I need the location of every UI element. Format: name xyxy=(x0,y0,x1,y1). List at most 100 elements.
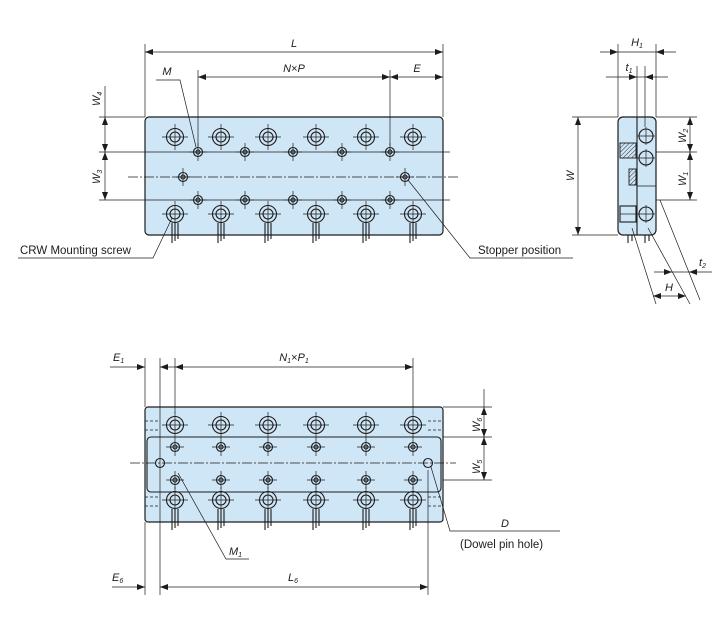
counterbored-hole xyxy=(400,412,426,438)
counterbored-hole xyxy=(162,201,188,227)
label-E: E xyxy=(413,63,421,75)
label-W4: W4 xyxy=(91,92,104,106)
top-view: L N×P E M W4 W3 CRW Mounting screw Stopp… xyxy=(18,38,573,259)
label-E6: E6 xyxy=(112,572,123,585)
side-screw-head xyxy=(637,149,655,167)
tapped-hole xyxy=(166,471,184,489)
bottom-view: E1 N1×P1 W6 W5 D (Dowel pin hole) M1 E6 … xyxy=(110,352,560,595)
label-W1: W1 xyxy=(677,172,690,186)
leader-crw-mounting-screw xyxy=(18,217,173,259)
counterbored-hole xyxy=(162,124,188,150)
label-W5: W5 xyxy=(471,460,484,474)
label-H1: H1 xyxy=(631,37,643,50)
label-E1: E1 xyxy=(113,352,124,365)
tapped-hole xyxy=(259,471,277,489)
tapped-hole xyxy=(333,143,351,161)
screw-shank xyxy=(312,223,320,243)
leader-M1 xyxy=(177,472,249,560)
counterbored-hole xyxy=(353,487,379,513)
screw-shank xyxy=(409,509,417,530)
side-view: H1 t1 W W2 W1 t2 H xyxy=(565,37,712,305)
screw-shank xyxy=(171,509,179,530)
counterbored-hole xyxy=(353,201,379,227)
label-W: W xyxy=(565,169,577,181)
rail-section-hatch xyxy=(619,142,637,159)
counterbored-hole xyxy=(400,124,426,150)
counterbored-hole xyxy=(400,487,426,513)
tapped-hole xyxy=(236,143,254,161)
bottom-view-plate xyxy=(144,406,444,523)
counterbored-hole xyxy=(255,201,281,227)
stopper-hole xyxy=(396,168,414,186)
counterbored-hole xyxy=(255,412,281,438)
dowel-pin-hole xyxy=(422,457,434,469)
tapped-hole xyxy=(284,191,302,209)
top-view-holes xyxy=(162,124,426,243)
counterbored-hole xyxy=(400,201,426,227)
label-D: D xyxy=(501,518,509,530)
side-screw-tips xyxy=(627,235,650,243)
label-P: P xyxy=(298,63,306,75)
tapped-hole xyxy=(381,191,399,209)
label-t1: t1 xyxy=(626,62,633,75)
label-W2: W2 xyxy=(677,129,690,143)
counterbored-hole xyxy=(255,487,281,513)
leader-M xyxy=(156,79,197,148)
tapped-hole xyxy=(212,471,230,489)
counterbored-hole xyxy=(208,487,234,513)
screw-shank xyxy=(264,509,272,530)
tapped-hole xyxy=(212,438,230,456)
side-screw-head xyxy=(637,127,655,145)
tapped-hole xyxy=(166,438,184,456)
counterbored-hole xyxy=(303,412,329,438)
screw-shank xyxy=(264,223,272,243)
label-times: × xyxy=(291,63,297,75)
tapped-hole xyxy=(307,471,325,489)
side-screw-head xyxy=(637,205,655,223)
leader-stopper-position xyxy=(407,179,573,259)
screw-shank xyxy=(171,223,179,243)
counterbored-hole xyxy=(208,124,234,150)
counterbored-hole xyxy=(208,201,234,227)
label-L: L xyxy=(291,38,297,50)
label-W3: W3 xyxy=(91,170,104,184)
label-t2: t2 xyxy=(699,257,706,270)
tapped-hole xyxy=(189,191,207,209)
top-view-plate xyxy=(144,116,444,236)
screw-shank xyxy=(217,223,225,243)
label-dowel-pin-hole: (Dowel pin hole) xyxy=(460,539,543,551)
counterbored-hole xyxy=(353,124,379,150)
extension-line xyxy=(631,227,657,305)
tapped-hole xyxy=(284,143,302,161)
counterbored-hole xyxy=(303,124,329,150)
screw-shank xyxy=(362,509,370,530)
tapped-hole xyxy=(259,438,277,456)
counterbored-hole xyxy=(303,201,329,227)
screw-shank xyxy=(362,223,370,243)
tapped-hole xyxy=(307,438,325,456)
tapped-hole xyxy=(404,438,422,456)
label-crw-mounting-screw: CRW Mounting screw xyxy=(20,245,132,257)
hidden-lines xyxy=(145,420,443,507)
label-L6: L6 xyxy=(288,572,298,585)
stopper-hole xyxy=(174,168,192,186)
label-H: H xyxy=(665,282,673,294)
counterbored-hole xyxy=(162,412,188,438)
screw-shank xyxy=(217,509,225,530)
counterbored-hole xyxy=(303,487,329,513)
extension-line xyxy=(647,227,691,305)
tapped-hole xyxy=(381,143,399,161)
label-N1xP1: N1×P1 xyxy=(279,352,309,365)
counterbored-hole xyxy=(162,487,188,513)
tapped-hole xyxy=(357,438,375,456)
screw-shank xyxy=(312,509,320,530)
tapped-hole xyxy=(357,471,375,489)
tapped-hole xyxy=(236,191,254,209)
bottom-view-holes xyxy=(154,412,434,530)
roller-section xyxy=(628,168,637,186)
label-stopper-position: Stopper position xyxy=(478,245,561,257)
leader-dowel-pin-hole xyxy=(430,466,560,532)
tapped-hole xyxy=(333,191,351,209)
label-M: M xyxy=(162,66,172,78)
